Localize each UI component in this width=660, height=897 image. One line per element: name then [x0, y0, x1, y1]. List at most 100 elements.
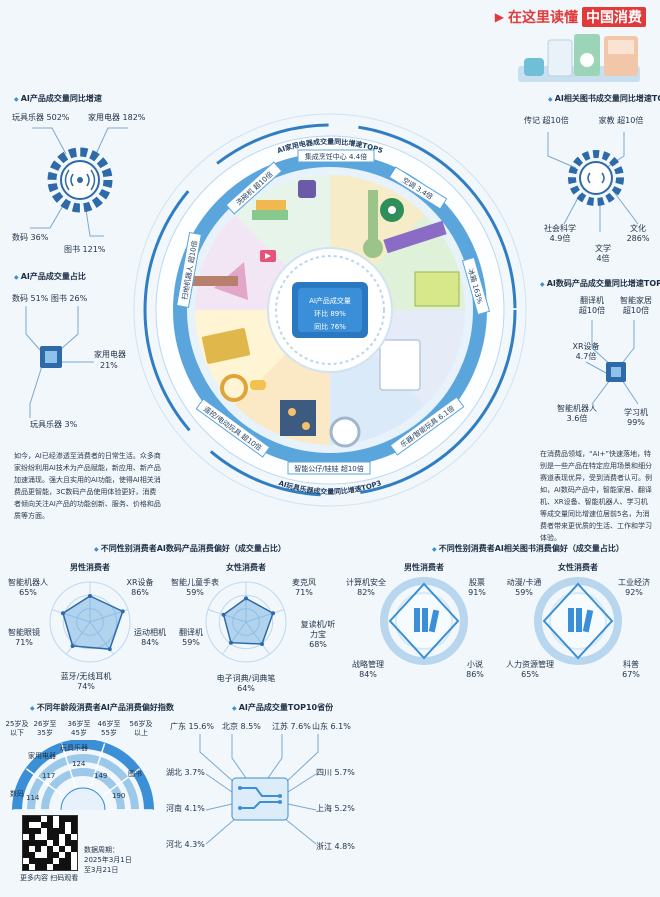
qr-cell — [23, 816, 29, 822]
prov-1: 北京 8.5% — [222, 722, 261, 731]
gd-male-radar — [49, 581, 131, 663]
radar-axis — [222, 621, 247, 655]
gb-male-1-value: 91% — [468, 588, 486, 597]
share-digital: 数码 51% — [12, 294, 49, 303]
qr-cell — [53, 840, 59, 846]
banner-text-2: 中国消费 — [582, 7, 646, 27]
qr-cell — [65, 864, 71, 870]
qr-cell — [23, 828, 29, 834]
digital-chip-diagram — [585, 320, 639, 405]
books-item-1-value: 超10倍 — [617, 116, 644, 125]
prov-7: 上海 5.2% — [316, 804, 355, 813]
qr-cell — [23, 852, 29, 858]
provinces-circuit-diagram — [199, 734, 319, 845]
qr-cell — [35, 840, 41, 846]
qr-cell — [41, 864, 47, 870]
gb-female-1-value: 92% — [625, 588, 643, 597]
qr-cell — [29, 816, 35, 822]
qr-cell — [29, 840, 35, 846]
digital-item-2-name: XR设备 — [572, 342, 600, 351]
section-age-title: 不同年龄段消费者AI产品消费偏好指数 — [30, 702, 174, 713]
qr-cell — [35, 846, 41, 852]
gd-female-0-label: 智能儿童手表 — [171, 578, 219, 587]
books-gear-diagram — [547, 132, 639, 232]
prov-9: 浙江 4.8% — [316, 842, 355, 851]
gd-male-0-label: 智能机器人 — [8, 578, 48, 587]
digital-item-0-name: 翻译机 — [580, 296, 604, 305]
gd-male-2-value: 84% — [141, 638, 159, 647]
qr-cell — [65, 834, 71, 840]
age-val-2: 124 — [72, 760, 86, 768]
digital-item-1-name: 智能家居 — [620, 296, 652, 305]
age-val-4: 190 — [112, 792, 126, 800]
qr-cell — [71, 846, 77, 852]
books-gear-icon — [568, 150, 624, 206]
digital-item-1: 智能家居超10倍 — [614, 296, 658, 316]
gd-male-4-value: 71% — [15, 638, 33, 647]
center-mom: 同比 76% — [314, 322, 346, 331]
qr-cell — [29, 828, 35, 834]
gb-female-3-label: 人力资源管理 — [506, 660, 554, 669]
gb-male-2-label: 小说 — [467, 660, 483, 669]
qr-cell — [41, 840, 47, 846]
digital-item-3-value: 3.6倍 — [566, 414, 588, 423]
gd-male-0-value: 65% — [19, 588, 37, 597]
central-ring-diagram: AI产品成交量 环比 89% 同比 76% AI家用电器成交量同比增速TOP5 … — [133, 113, 527, 507]
radar-point — [88, 594, 92, 598]
gd-male-4-label: 智能眼镜 — [8, 628, 40, 637]
share-value-appliances: 21% — [100, 361, 118, 370]
gear-icon — [47, 147, 113, 213]
age-val-3: 149 — [94, 772, 108, 780]
section-gender-digital-title: 不同性别消费者AI数码产品消费偏好（成交量占比） — [94, 543, 286, 554]
age-fan-hub — [60, 787, 106, 810]
gb-female-2-label: 科普 — [623, 660, 639, 669]
gd-female-3-value: 64% — [237, 684, 255, 693]
radar-axis — [66, 621, 91, 655]
radar-point — [259, 642, 264, 647]
segment-label-0: 集成烹饪中心 4.4倍 — [305, 152, 367, 161]
qr-cell — [29, 834, 35, 840]
digital-item-4-value: 99% — [627, 418, 645, 427]
section-ai-digital-title: AI数码产品成交量同比增速TOP5 — [540, 278, 660, 289]
gd-female-radar — [205, 581, 287, 663]
radar-axis — [245, 609, 285, 623]
qr-cell — [53, 852, 59, 858]
books-icon — [414, 608, 440, 633]
gd-male-2-label: 运动相机 — [134, 628, 166, 637]
radar-axis — [51, 609, 91, 623]
right-paragraph: 在消费品领域，“AI+”快速落地，特别是一些产品在特定应用场景和细分赛道表现优异… — [540, 450, 652, 542]
gd-female-1-value: 71% — [295, 588, 313, 597]
qr-cell — [65, 858, 71, 864]
age-fan-band — [41, 768, 125, 810]
age-cat-3: 图书 — [128, 770, 142, 778]
qr-cell — [41, 858, 47, 864]
qr-cell — [29, 858, 35, 864]
center-yoy: 环比 89% — [314, 309, 346, 318]
segment-label-7: 智能公仔/娃娃 超10倍 — [294, 464, 364, 473]
prov-8: 河北 4.3% — [166, 840, 205, 849]
gd-male-3-value: 74% — [77, 682, 95, 691]
books-item-2-name: 社会科学 — [544, 224, 576, 233]
section-gender-books-title: 不同性别消费者AI相关图书消费偏好（成交量占比） — [432, 543, 624, 554]
digital-item-4-name: 学习机 — [624, 408, 648, 417]
banner: ▶ 在这里读懂 中国消费 — [495, 6, 646, 28]
age-label-1: 26岁至35岁 — [33, 720, 57, 737]
prov-4: 湖北 3.7% — [166, 768, 205, 777]
growth-label-digital: 数码 36% — [12, 233, 49, 242]
qr-cell — [59, 828, 65, 834]
qr-cell — [65, 852, 71, 858]
gb-female-0-value: 59% — [515, 588, 533, 597]
qr-code[interactable] — [22, 815, 78, 871]
age-label-0: 25岁及以下 — [5, 720, 29, 737]
gb-male-target — [380, 577, 468, 665]
